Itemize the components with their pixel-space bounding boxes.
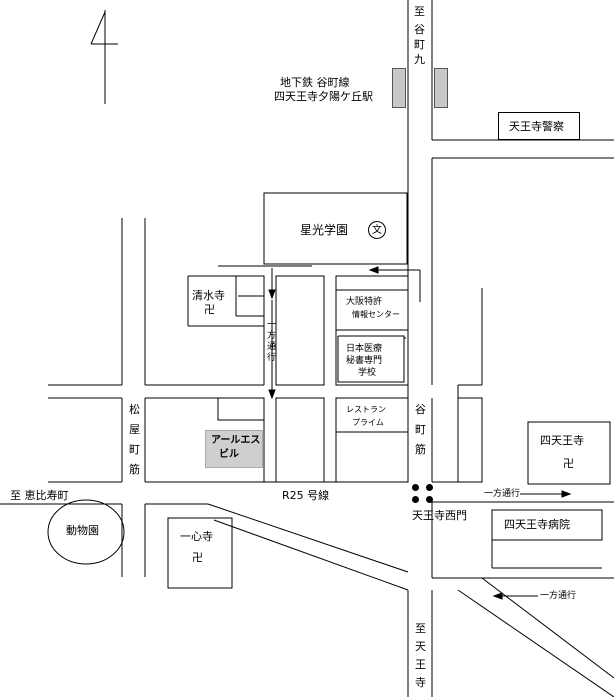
medical-line2: 秘書専門	[346, 356, 383, 366]
west-ebisu-label: 至 恵比寿町	[10, 489, 69, 502]
oneway-east-label: 一方通行	[484, 489, 521, 499]
temple-manji-icon-3: 卍	[192, 551, 203, 564]
oneway-vertical-label: 一方通行	[266, 320, 276, 363]
hospital-label: 四天王寺病院	[504, 518, 570, 531]
nishimon-label: 天王寺西門	[412, 509, 467, 522]
target-building-rs: アールエス ビル	[205, 430, 263, 468]
restaurant-line2: プライム	[352, 418, 384, 427]
police-label: 天王寺警察	[509, 120, 564, 133]
medical-school-box: 日本医療 秘書専門 学校	[342, 340, 400, 382]
south-tennoji-label: 至天王寺	[415, 622, 426, 689]
taniyamachi-street-label: 谷町筋	[415, 403, 426, 456]
station-entrance-west	[392, 68, 406, 108]
isshin-temple-label: 一心寺	[180, 530, 213, 543]
restaurant-line1: レストラン	[346, 405, 386, 414]
school-bun-icon: 文	[368, 221, 386, 239]
school-label: 星光学園	[300, 223, 349, 237]
police-box: 天王寺警察	[498, 112, 580, 140]
route25-label: R25 号線	[282, 489, 330, 502]
temple-manji-icon-2: 卍	[563, 457, 574, 470]
kiyomizu-temple-label: 清水寺	[192, 289, 225, 302]
osaka-patent-line2: 情報センター	[352, 310, 400, 319]
north-to-taniyamachi-2: 谷町九	[414, 23, 425, 66]
oneway-west-label: 一方通行	[540, 591, 577, 601]
intersection-dot-3	[412, 496, 419, 503]
zoo-label: 動物園	[66, 524, 99, 537]
medical-line1: 日本医療	[346, 344, 383, 354]
target-line2: ビル	[219, 449, 239, 460]
station-name-line1: 地下鉄 谷町線	[280, 76, 350, 89]
medical-line3: 学校	[358, 368, 377, 378]
intersection-dots-icon	[412, 484, 419, 491]
north-to-taniyamachi: 至	[414, 5, 425, 18]
shitennoji-label: 四天王寺	[540, 434, 584, 447]
north-arrow-icon	[90, 10, 118, 104]
station-name-line2: 四天王寺夕陽ケ丘駅	[274, 90, 373, 103]
intersection-dot-4	[426, 496, 433, 503]
station-entrance-east	[434, 68, 448, 108]
temple-manji-icon: 卍	[204, 303, 215, 316]
matsuya-street-label: 松屋町筋	[129, 403, 140, 476]
target-line1: アールエス	[211, 435, 261, 446]
intersection-dot-2	[426, 484, 433, 491]
osaka-patent-line1: 大阪特許	[346, 297, 383, 307]
